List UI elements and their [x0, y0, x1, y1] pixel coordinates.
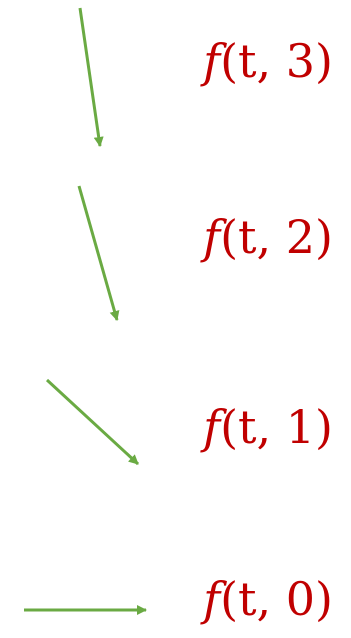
label-function-name: f	[203, 572, 221, 626]
label-function-name: f	[203, 400, 221, 454]
arrow-to-f-t-3	[78, 7, 104, 147]
label-arguments: (t, 3)	[220, 34, 333, 88]
label-f-t-0: f(t, 0)	[203, 576, 333, 622]
label-arguments: (t, 1)	[220, 400, 333, 454]
label-arguments: (t, 2)	[220, 210, 333, 264]
label-arguments: (t, 0)	[220, 572, 333, 626]
arrow-to-f-t-1	[45, 378, 140, 466]
label-f-t-3: f(t, 3)	[203, 38, 333, 84]
label-f-t-2: f(t, 2)	[203, 214, 333, 260]
label-f-t-1: f(t, 1)	[203, 404, 333, 450]
arrow-to-f-t-2	[77, 185, 120, 321]
label-function-name: f	[203, 34, 221, 88]
label-function-name: f	[203, 210, 221, 264]
